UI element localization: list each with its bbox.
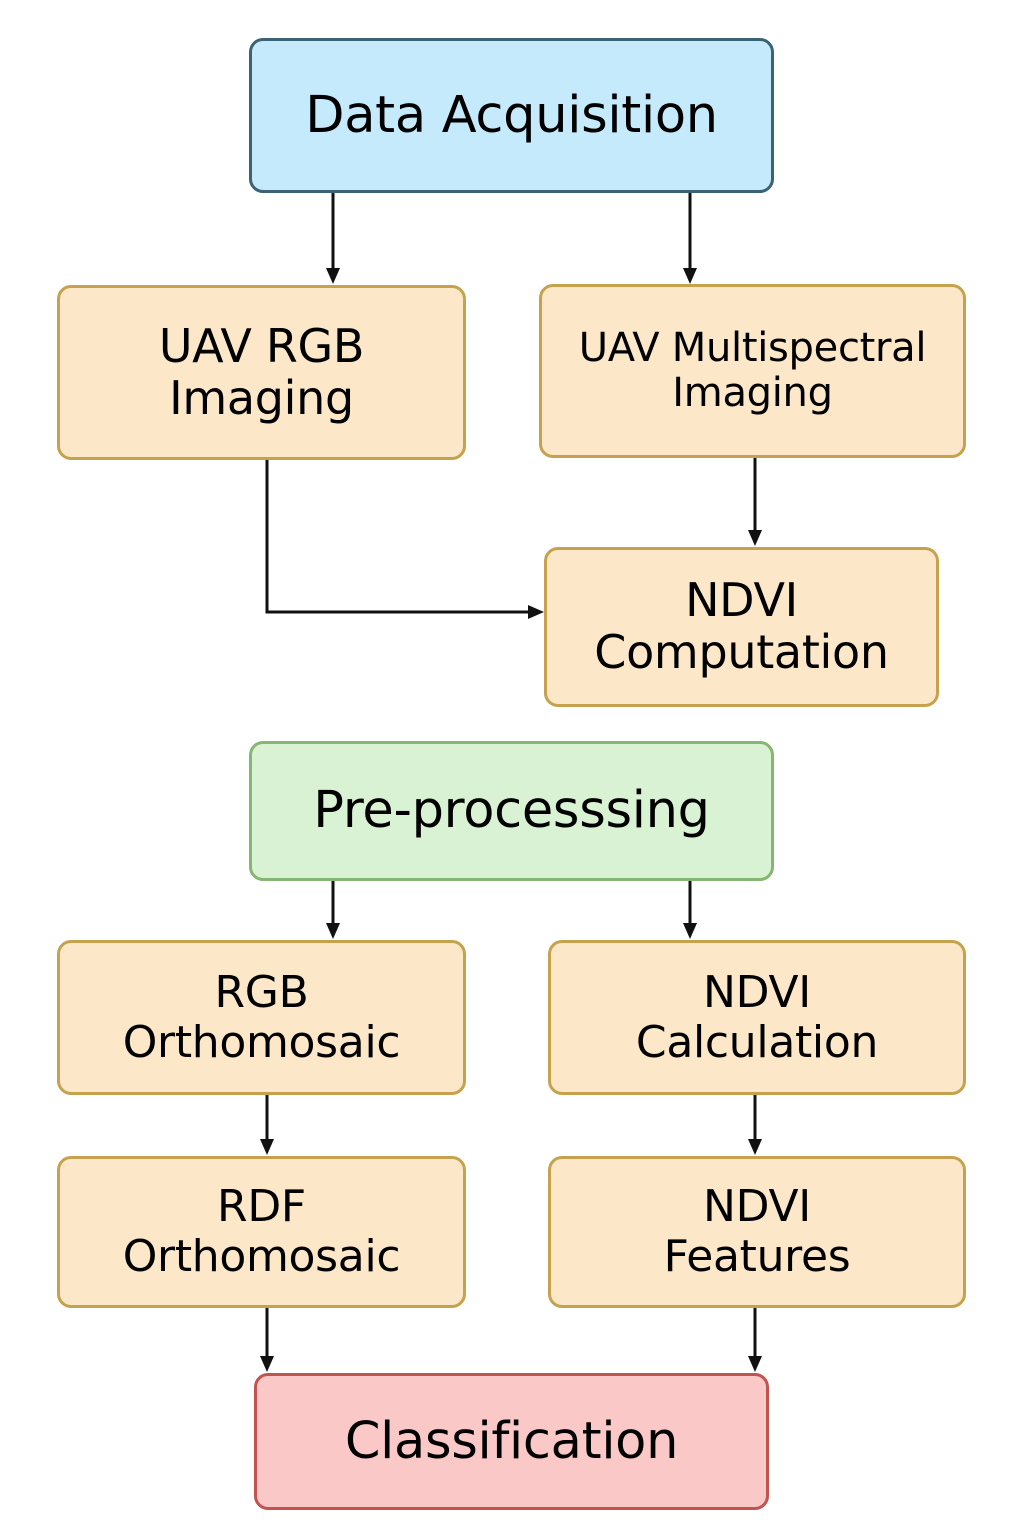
node-rdf-orthomosaic: RDF Orthomosaic [57,1156,466,1308]
arrow-preprocessing-to-rgb-orthomosaic [326,880,340,939]
node-data-acquisition: Data Acquisition [249,38,774,193]
node-rgb-orthomosaic: RGB Orthomosaic [57,940,466,1095]
node-uav-multispectral-imaging: UAV Multispectral Imaging [539,284,966,458]
node-classification: Classification [254,1373,769,1510]
node-label-line1: RGB [214,966,309,1018]
node-label: Pre-processsing [313,781,710,841]
arrow-uav-rgb-to-ndvi-computation [265,459,544,619]
node-label-line1: NDVI [703,1181,811,1233]
node-label-line1: UAV RGB [158,318,365,373]
arrow-rgb-to-rdf-orthomosaic [260,1094,274,1155]
node-uav-rgb-imaging: UAV RGB Imaging [57,285,466,460]
arrow-ndvi-calculation-to-features [748,1094,762,1155]
node-ndvi-features: NDVI Features [548,1156,966,1308]
node-label-line2: Features [663,1231,851,1282]
node-label-line1: RDF [217,1181,306,1233]
arrow-ndvi-features-to-classification [748,1307,762,1372]
node-ndvi-calculation: NDVI Calculation [548,940,966,1095]
node-label-line1: NDVI [685,573,798,628]
arrow-acquisition-to-uav-rgb [326,193,340,284]
node-preprocessing: Pre-processsing [249,741,774,881]
node-ndvi-computation: NDVI Computation [544,547,939,707]
node-label-line2: Computation [594,625,889,679]
node-label-line1: NDVI [703,966,811,1018]
node-label-line1: UAV Multispectral [578,324,927,371]
node-label-line2: Orthomosaic [122,1231,401,1282]
arrow-multispectral-to-ndvi-computation [748,457,762,546]
node-label: Data Acquisition [305,85,718,145]
node-label: Classification [344,1411,679,1471]
node-label-line2: Imaging [169,370,354,425]
arrow-preprocessing-to-ndvi-calculation [683,880,697,939]
node-label-line2: Imaging [672,370,833,416]
arrow-rdf-to-classification [260,1307,274,1372]
node-label-line2: Calculation [635,1016,879,1068]
node-label-line2: Orthomosaic [122,1016,401,1068]
arrow-acquisition-to-uav-multispectral [683,193,697,284]
